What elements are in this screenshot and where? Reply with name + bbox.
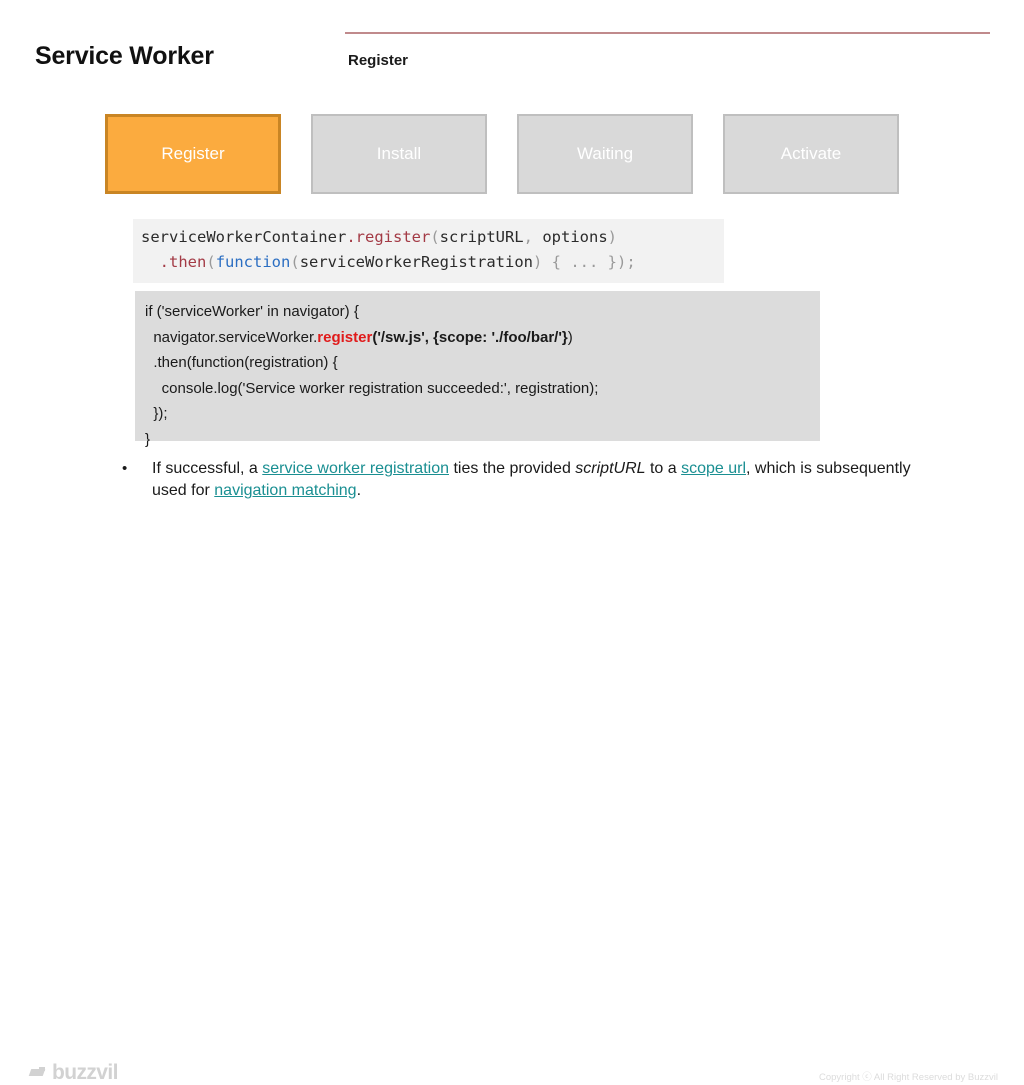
link-navigation-matching[interactable]: navigation matching bbox=[214, 482, 357, 499]
code-token-method: register bbox=[355, 228, 431, 246]
code-token-arg-scripturl: scriptURL bbox=[439, 228, 524, 246]
code-line-3: .then(function(registration) { bbox=[145, 354, 338, 371]
code-token-dot: . bbox=[346, 228, 356, 246]
code-token-paren-close: ) bbox=[607, 228, 617, 246]
code-block-signature: serviceWorkerContainer.register(scriptUR… bbox=[133, 219, 724, 283]
code-token-comma: , bbox=[523, 228, 533, 246]
stage-label: Register bbox=[161, 144, 225, 163]
link-service-worker-registration[interactable]: service worker registration bbox=[262, 460, 449, 477]
code-token-then: .then bbox=[159, 253, 207, 271]
bullet-part-3: to a bbox=[645, 460, 682, 477]
code-token-keyword-function: function bbox=[215, 253, 291, 271]
link-scope-url[interactable]: scope url bbox=[681, 460, 747, 477]
stage-box-install[interactable]: Install bbox=[311, 114, 487, 194]
code-token-object: serviceWorkerContainer bbox=[141, 228, 347, 246]
stage-box-register[interactable]: Register bbox=[105, 114, 281, 194]
code-block-example: if ('serviceWorker' in navigator) { navi… bbox=[135, 291, 820, 448]
brand-logo: buzzvil bbox=[30, 1061, 118, 1085]
code-line-2-pre: navigator.serviceWorker. bbox=[145, 328, 318, 346]
header-divider bbox=[345, 32, 990, 34]
code-token-paren-open-3: ( bbox=[290, 253, 300, 271]
bullet-part-1: If successful, a bbox=[152, 460, 263, 477]
code-line-1: if ('serviceWorker' in navigator) { bbox=[145, 303, 359, 320]
code-token-arg-options: options bbox=[533, 228, 608, 246]
stage-label: Waiting bbox=[576, 144, 634, 163]
page-title: Service Worker bbox=[35, 42, 214, 70]
copyright-text: Copyright ⓒ All Right Reserved by Buzzvi… bbox=[819, 1072, 998, 1083]
code-token-param: serviceWorkerRegistration bbox=[299, 253, 533, 271]
code-token-paren-open-2: ( bbox=[206, 253, 216, 271]
code-line-4: console.log('Service worker registration… bbox=[145, 379, 599, 397]
stage-label: Install bbox=[376, 144, 422, 163]
bullet-marker: • bbox=[122, 460, 128, 477]
stage-box-activate[interactable]: Activate bbox=[723, 114, 899, 194]
section-label: Register bbox=[348, 52, 409, 69]
code-token-body: { ... }); bbox=[542, 253, 636, 271]
bullet-part-2: ties the provided bbox=[449, 460, 576, 477]
code-token-paren-close-2: ) bbox=[532, 253, 543, 271]
code-token-indent bbox=[141, 253, 160, 271]
stage-label: Activate bbox=[780, 144, 842, 163]
bullet-italic-scripturl: scriptURL bbox=[575, 460, 646, 477]
bullet-part-5: . bbox=[356, 482, 362, 499]
code-line-2-register: register bbox=[317, 328, 373, 346]
buzzvil-mark-icon bbox=[30, 1067, 46, 1079]
code-token-paren-open: ( bbox=[430, 228, 440, 246]
footer: buzzvil Copyright ⓒ All Right Reserved b… bbox=[0, 528, 1024, 1084]
stage-box-waiting[interactable]: Waiting bbox=[517, 114, 693, 194]
bullet-text: If successful, a service worker registra… bbox=[152, 458, 912, 502]
code-line-6: } bbox=[145, 430, 151, 448]
brand-name: buzzvil bbox=[52, 1061, 118, 1084]
code-line-5: }); bbox=[145, 405, 168, 422]
lifecycle-stage-row: Register Install Waiting Activate bbox=[105, 114, 899, 194]
bullet-part-4: , which is subsequently used for bbox=[152, 460, 911, 499]
code-line-2-post: ) bbox=[567, 328, 573, 346]
bullet-list: • If successful, a service worker regist… bbox=[122, 458, 912, 502]
code-line-2-args: ('/sw.js', {scope: './foo/bar/'} bbox=[372, 328, 568, 346]
